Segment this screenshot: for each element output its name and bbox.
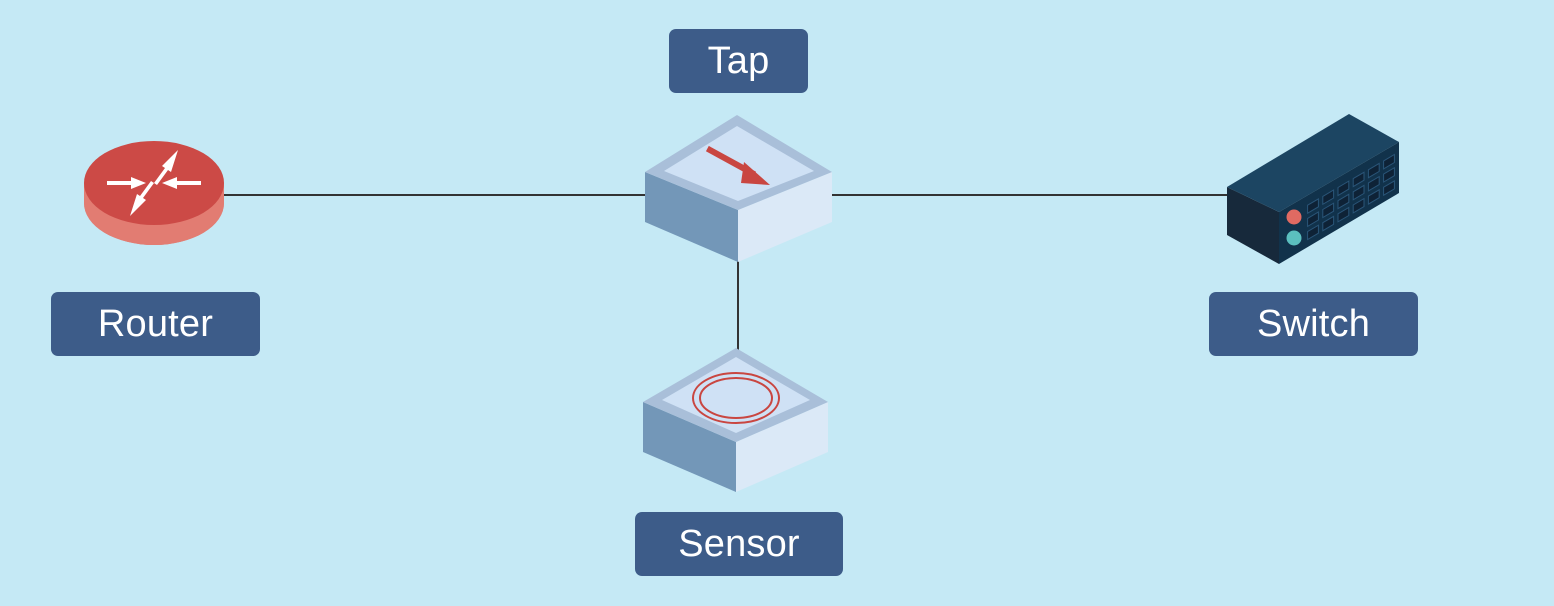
switch-port — [1322, 215, 1335, 232]
switch-port — [1307, 198, 1319, 215]
tap-arrow-icon — [705, 145, 770, 185]
status-led-teal — [1286, 230, 1302, 246]
switch-port — [1367, 175, 1380, 192]
switch-port — [1307, 211, 1319, 228]
switch-port — [1322, 189, 1335, 206]
sensor-rings-icon — [692, 372, 780, 424]
switch-icon[interactable] — [1227, 114, 1399, 264]
switch-port — [1337, 180, 1350, 197]
switch-port — [1337, 193, 1350, 210]
status-led-red — [1286, 209, 1302, 225]
router-icon[interactable] — [84, 141, 224, 245]
switch-port — [1383, 166, 1395, 183]
switch-port — [1337, 206, 1350, 223]
switch-port — [1367, 162, 1380, 179]
connection-lines — [222, 194, 1232, 352]
switch-port — [1383, 153, 1395, 170]
sensor-icon[interactable] — [643, 348, 828, 492]
tap-label: Tap — [669, 29, 808, 93]
tap-icon[interactable] — [645, 115, 832, 262]
router-arrows-icon — [107, 150, 201, 216]
switch-port — [1307, 224, 1319, 241]
switch-port — [1352, 171, 1365, 188]
switch-port — [1367, 188, 1380, 205]
router-label: Router — [51, 292, 260, 356]
switch-ports — [1307, 153, 1395, 241]
switch-port — [1322, 202, 1335, 219]
sensor-label: Sensor — [635, 512, 843, 576]
switch-port — [1352, 197, 1365, 214]
switch-label: Switch — [1209, 292, 1418, 356]
switch-port — [1352, 184, 1365, 201]
switch-port — [1383, 180, 1395, 197]
